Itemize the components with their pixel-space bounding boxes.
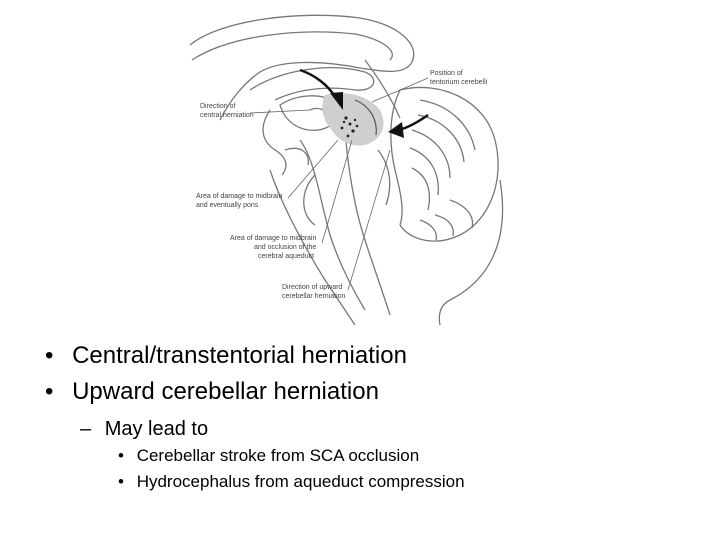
bullet-text: Central/transtentorial herniation — [72, 342, 407, 369]
label-direction-upward: Direction of upward cerebellar herniatio… — [282, 284, 346, 300]
bullet-text: Upward cerebellar herniation — [72, 378, 379, 405]
label-tentorium: Position of tentorium cerebelli — [430, 70, 488, 86]
bullet-item: • Central/transtentorial herniation — [45, 342, 407, 370]
herniation-zone-shading — [322, 93, 384, 146]
brain-sagittal-illustration: Direction of central herniation Position… — [189, 14, 504, 326]
sub-sub-bullet-text: Cerebellar stroke from SCA occlusion — [136, 446, 420, 465]
bullet-dash: – — [80, 418, 92, 440]
label-damage-midbrain-pons: Area of damage to midbrain and eventuall… — [196, 193, 284, 209]
sub-bullet-text: May lead to — [104, 418, 209, 440]
sub-sub-bullet-item: • Cerebellar stroke from SCA occlusion — [118, 446, 419, 466]
label-damage-midbrain-aqueduct: Area of damage to midbrain and occlusion… — [230, 235, 318, 260]
cerebellum-outline — [399, 86, 499, 242]
brain-herniation-diagram: Direction of central herniation Position… — [150, 0, 530, 330]
sub-sub-bullet-text: Hydrocephalus from aqueduct compression — [136, 472, 465, 491]
upward-herniation-arrow — [388, 113, 429, 138]
sub-bullet-item: – May lead to — [80, 418, 208, 441]
label-direction-central: Direction of central herniation — [200, 103, 254, 119]
cerebrum-outline — [189, 14, 415, 121]
bullet-dot: • — [45, 378, 54, 405]
bullet-dot: • — [45, 342, 54, 369]
bullet-item: • Upward cerebellar herniation — [45, 378, 379, 406]
central-herniation-arrow — [299, 68, 343, 110]
brainstem-outline — [299, 139, 366, 311]
bullet-dot: • — [118, 446, 124, 465]
sub-sub-bullet-item: • Hydrocephalus from aqueduct compressio… — [118, 472, 465, 492]
corpus-callosum — [249, 67, 375, 101]
bullet-dot: • — [118, 472, 124, 491]
